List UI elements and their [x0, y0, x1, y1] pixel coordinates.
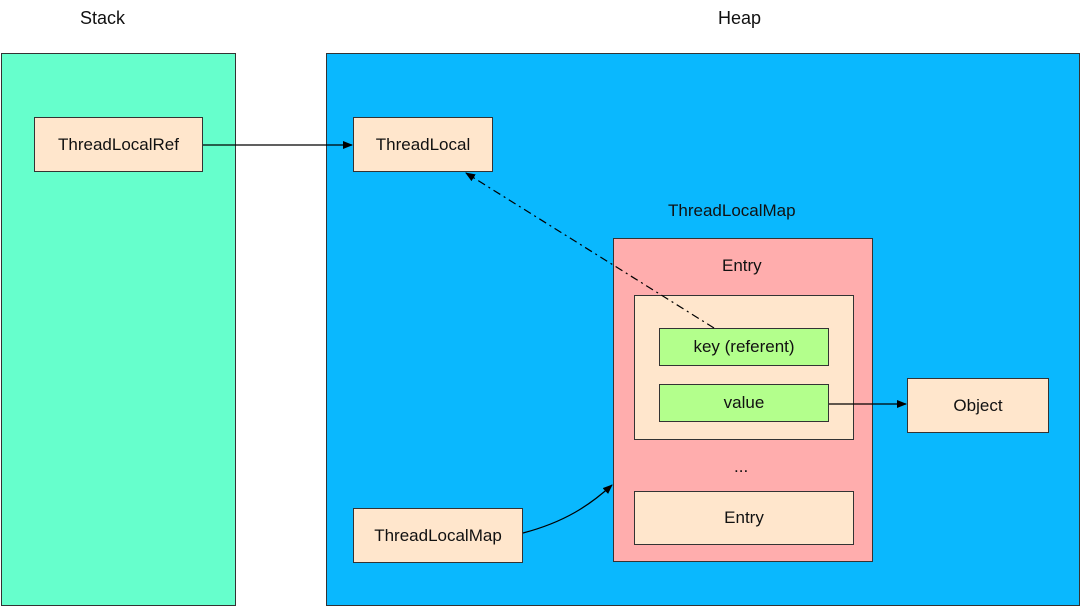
thread-local-map-label: ThreadLocalMap — [668, 201, 796, 220]
heap-heading: Heap — [718, 8, 762, 28]
entry-title: Entry — [722, 256, 762, 275]
entry-bottom-node: Entry — [634, 491, 854, 545]
thread-local-map-node: ThreadLocalMap — [353, 508, 523, 563]
ellipsis-label: ... — [734, 457, 749, 476]
thread-local-node: ThreadLocal — [353, 117, 493, 172]
key-referent-node: key (referent) — [659, 328, 829, 366]
stack-heading: Stack — [80, 8, 126, 28]
value-node: value — [659, 384, 829, 422]
thread-local-ref-node: ThreadLocalRef — [34, 117, 203, 172]
object-node: Object — [907, 378, 1049, 433]
